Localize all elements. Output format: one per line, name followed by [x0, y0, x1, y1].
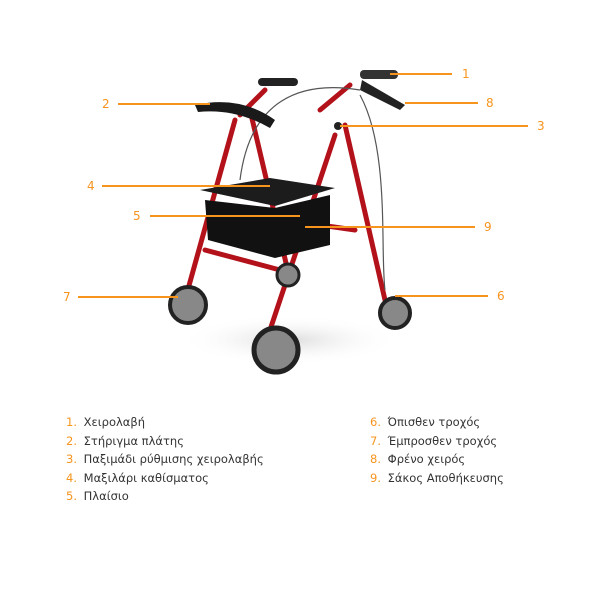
legend-item: 5. Πλαίσιο [66, 489, 129, 503]
callout-1: 1 [462, 67, 470, 81]
hand-brake [360, 80, 405, 110]
legend-item: 1. Χειρολαβή [66, 415, 145, 429]
rollator-diagram: 1 2 3 4 5 6 7 8 9 [63, 67, 545, 375]
legend-item: 8. Φρένο χειρός [370, 452, 466, 466]
callout-9: 9 [484, 220, 492, 234]
brake-cables [239, 87, 386, 291]
callout-5: 5 [133, 209, 141, 223]
legend-item: 2. Στήριγμα πλάτης [66, 433, 184, 448]
callout-lines [78, 73, 528, 298]
left-handle [258, 78, 298, 86]
legend-item: 7. Έμπροσθεν τροχός [370, 433, 498, 448]
legend-item: 4. Μαξιλάρι καθίσματος [66, 470, 209, 485]
legend-item: 3. Παξιμάδι ρύθμισης χειρολαβής [66, 452, 264, 466]
callout-4: 4 [87, 179, 95, 193]
wheels [168, 262, 412, 375]
legend-item: 6. Όπισθεν τροχός [370, 415, 481, 429]
callout-8: 8 [486, 96, 494, 110]
callout-6: 6 [497, 289, 505, 303]
adjustment-knob [334, 122, 342, 130]
legend-item: 9. Σάκος Αποθήκευσης [370, 470, 504, 485]
right-handle [360, 70, 398, 79]
callout-3: 3 [537, 119, 545, 133]
legend-column-1: 1. Χειρολαβή 2. Στήριγμα πλάτης 3. Παξιμ… [66, 413, 264, 506]
legend-column-2: 6. Όπισθεν τροχός 7. Έμπροσθεν τροχός 8.… [370, 413, 504, 487]
storage-bag [205, 195, 330, 258]
callout-7: 7 [63, 290, 71, 304]
callout-2: 2 [102, 97, 110, 111]
backrest [195, 102, 275, 128]
